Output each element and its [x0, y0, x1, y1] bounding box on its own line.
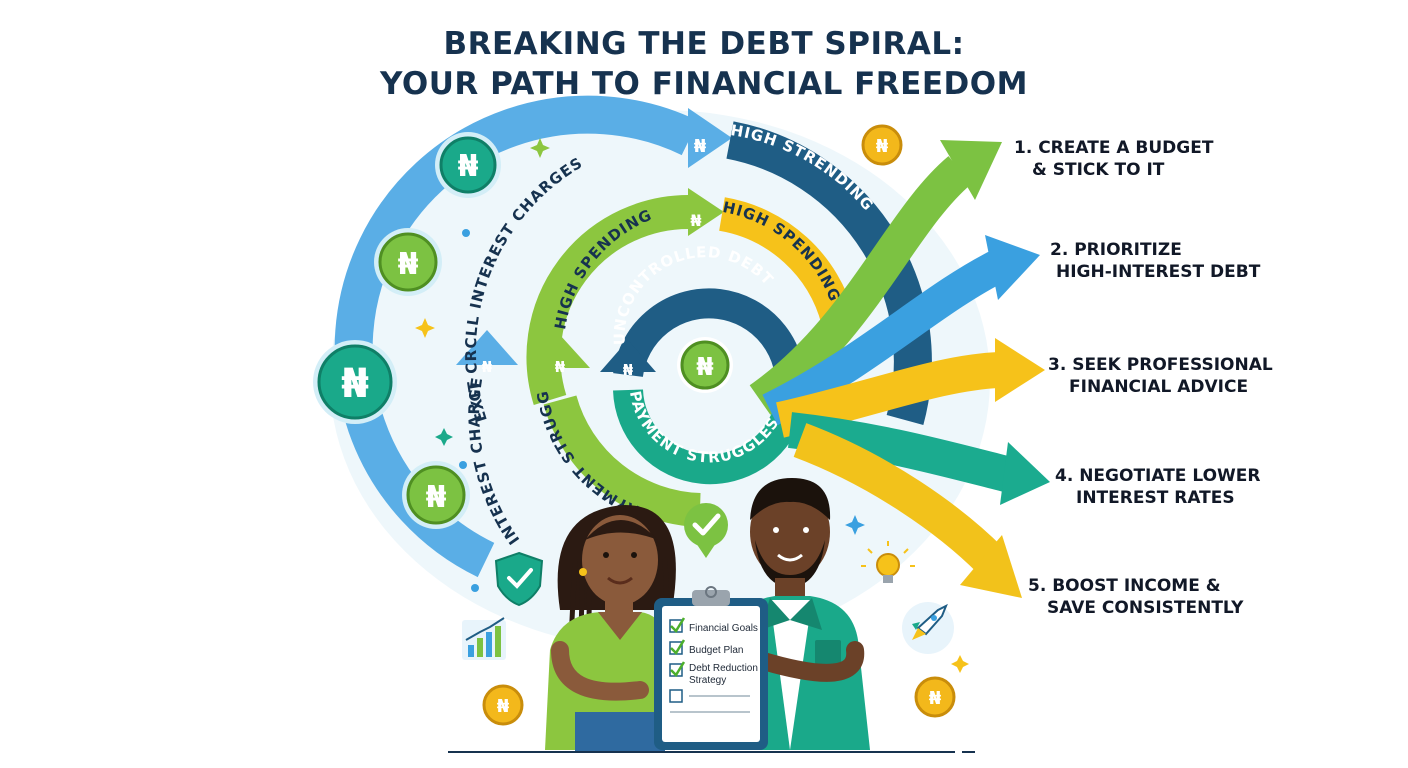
inner-ring-lower: [613, 389, 805, 485]
coin-icon: ₦: [914, 676, 956, 718]
currency-mark: ₦: [623, 361, 634, 379]
coin-symbol: ₦: [876, 136, 889, 157]
sparkle-icons: [415, 138, 969, 673]
exit-arrow-2-head: [985, 235, 1040, 300]
step-3-line-1: 3. SEEK PROFESSIONAL: [1048, 355, 1273, 375]
checklist-label: Strategy: [689, 675, 726, 686]
checklist-item-empty: [669, 689, 750, 713]
exit-arrow-1: [749, 156, 972, 415]
dot-decoration: [459, 461, 467, 469]
coin-icon: ₦: [313, 340, 397, 424]
check-icon: [684, 503, 728, 558]
dot-decoration: [471, 584, 479, 592]
currency-mark: ₦: [555, 358, 566, 376]
outer-ring-up-arrow: [456, 330, 518, 365]
checklist-item: Debt Reduction Strategy: [669, 661, 758, 686]
checklist-label: Debt Reduction: [689, 663, 758, 674]
coin-symbol: ₦: [458, 149, 479, 184]
inner-ring-up-arrow: [600, 340, 656, 372]
coins: ₦ ₦ ₦ ₦ ₦ ₦ ₦ ₦: [313, 124, 956, 726]
growth-chart-icon: [462, 617, 506, 660]
step-3-label: 3. SEEK PROFESSIONAL FINANCIAL ADVICE: [1048, 354, 1273, 398]
exit-arrow-5: [793, 423, 1003, 573]
middle-ring-up-arrow: [530, 335, 590, 368]
middle-ring-lower: [543, 395, 701, 527]
step-5-line-1: 5. BOOST INCOME &: [1028, 576, 1221, 596]
step-2-label: 2. PRIORITIZE HIGH-INTEREST DEBT: [1050, 239, 1260, 283]
coin-icon: ₦: [861, 124, 903, 166]
coin-symbol: ₦: [341, 361, 369, 407]
currency-mark: ₦: [482, 358, 493, 376]
exit-arrow-5-head: [960, 535, 1022, 598]
coin-icon: ₦: [482, 684, 524, 726]
rocket-icon: [902, 602, 954, 654]
coin-icon: ₦: [374, 228, 442, 296]
check-mark-icon: [670, 661, 686, 678]
step-1-line-1: 1. CREATE A BUDGET: [1014, 138, 1214, 158]
step-3-line-2: FINANCIAL ADVICE: [1069, 377, 1249, 397]
lightbulb-icon: [861, 541, 915, 583]
sparkle-icon: [951, 655, 969, 673]
middle-ring-arrowhead: [688, 188, 724, 236]
shield-icon: [494, 551, 544, 607]
exit-arrow-3-head: [995, 338, 1045, 402]
coin-symbol: ₦: [497, 696, 510, 717]
sparkle-icon: [530, 138, 550, 158]
woman-figure: [545, 505, 676, 752]
currency-mark: ₦: [690, 211, 701, 230]
middle-ring-yellow: [718, 197, 855, 325]
step-2-line-2: HIGH-INTEREST DEBT: [1056, 262, 1261, 282]
step-4-label: 4. NEGOTIATE LOWER INTEREST RATES: [1055, 465, 1260, 509]
currency-mark: ₦: [694, 136, 707, 157]
step-1-line-2: & STICK TO IT: [1032, 160, 1165, 180]
step-1-label: 1. CREATE A BUDGET & STICK TO IT: [1014, 137, 1213, 181]
coin-symbol: ₦: [929, 688, 942, 709]
step-5-line-2: SAVE CONSISTENTLY: [1047, 598, 1244, 618]
title-line-1: BREAKING THE DEBT SPIRAL:: [443, 26, 965, 62]
coin-icon: ₦: [435, 132, 501, 198]
checkbox-icon: [669, 689, 683, 703]
couple-illustration: Financial Goals Budget Plan Debt Reducti…: [545, 478, 870, 752]
coin-symbol: ₦: [426, 480, 447, 515]
sparkle-icon: [435, 428, 453, 446]
checklist-clipboard: Financial Goals Budget Plan Debt Reducti…: [654, 586, 768, 750]
exit-arrows: [749, 140, 1050, 598]
exit-arrow-4-head: [1000, 442, 1050, 505]
checklist-label: Financial Goals: [689, 623, 758, 634]
outer-ring-arrowhead: [688, 108, 732, 168]
step-5-label: 5. BOOST INCOME & SAVE CONSISTENTLY: [1028, 575, 1243, 619]
coin-icon: ₦: [402, 461, 470, 529]
page-title: BREAKING THE DEBT SPIRAL: YOUR PATH TO F…: [0, 24, 1408, 104]
sparkle-icon: [845, 515, 865, 535]
coin-symbol: ₦: [696, 352, 713, 381]
checklist-label: Budget Plan: [689, 645, 744, 656]
check-mark-icon: [670, 617, 686, 634]
exit-arrow-3: [776, 352, 1001, 438]
checklist-item: Financial Goals: [669, 617, 758, 634]
check-mark-icon: [670, 639, 686, 656]
checklist-item: Budget Plan: [669, 639, 744, 656]
coin-symbol: ₦: [398, 247, 419, 282]
step-4-line-1: 4. NEGOTIATE LOWER: [1055, 466, 1261, 486]
step-2-line-1: 2. PRIORITIZE: [1050, 240, 1182, 260]
exit-arrow-1-head: [940, 140, 1002, 200]
step-4-line-2: INTEREST RATES: [1076, 488, 1235, 508]
exit-arrow-2: [762, 249, 1008, 426]
dot-decoration: [462, 229, 470, 237]
outer-ring-blue: [334, 95, 699, 578]
title-line-2: YOUR PATH TO FINANCIAL FREEDOM: [380, 66, 1028, 102]
sparkle-icon: [415, 318, 435, 338]
coin-icon: ₦: [677, 337, 733, 393]
